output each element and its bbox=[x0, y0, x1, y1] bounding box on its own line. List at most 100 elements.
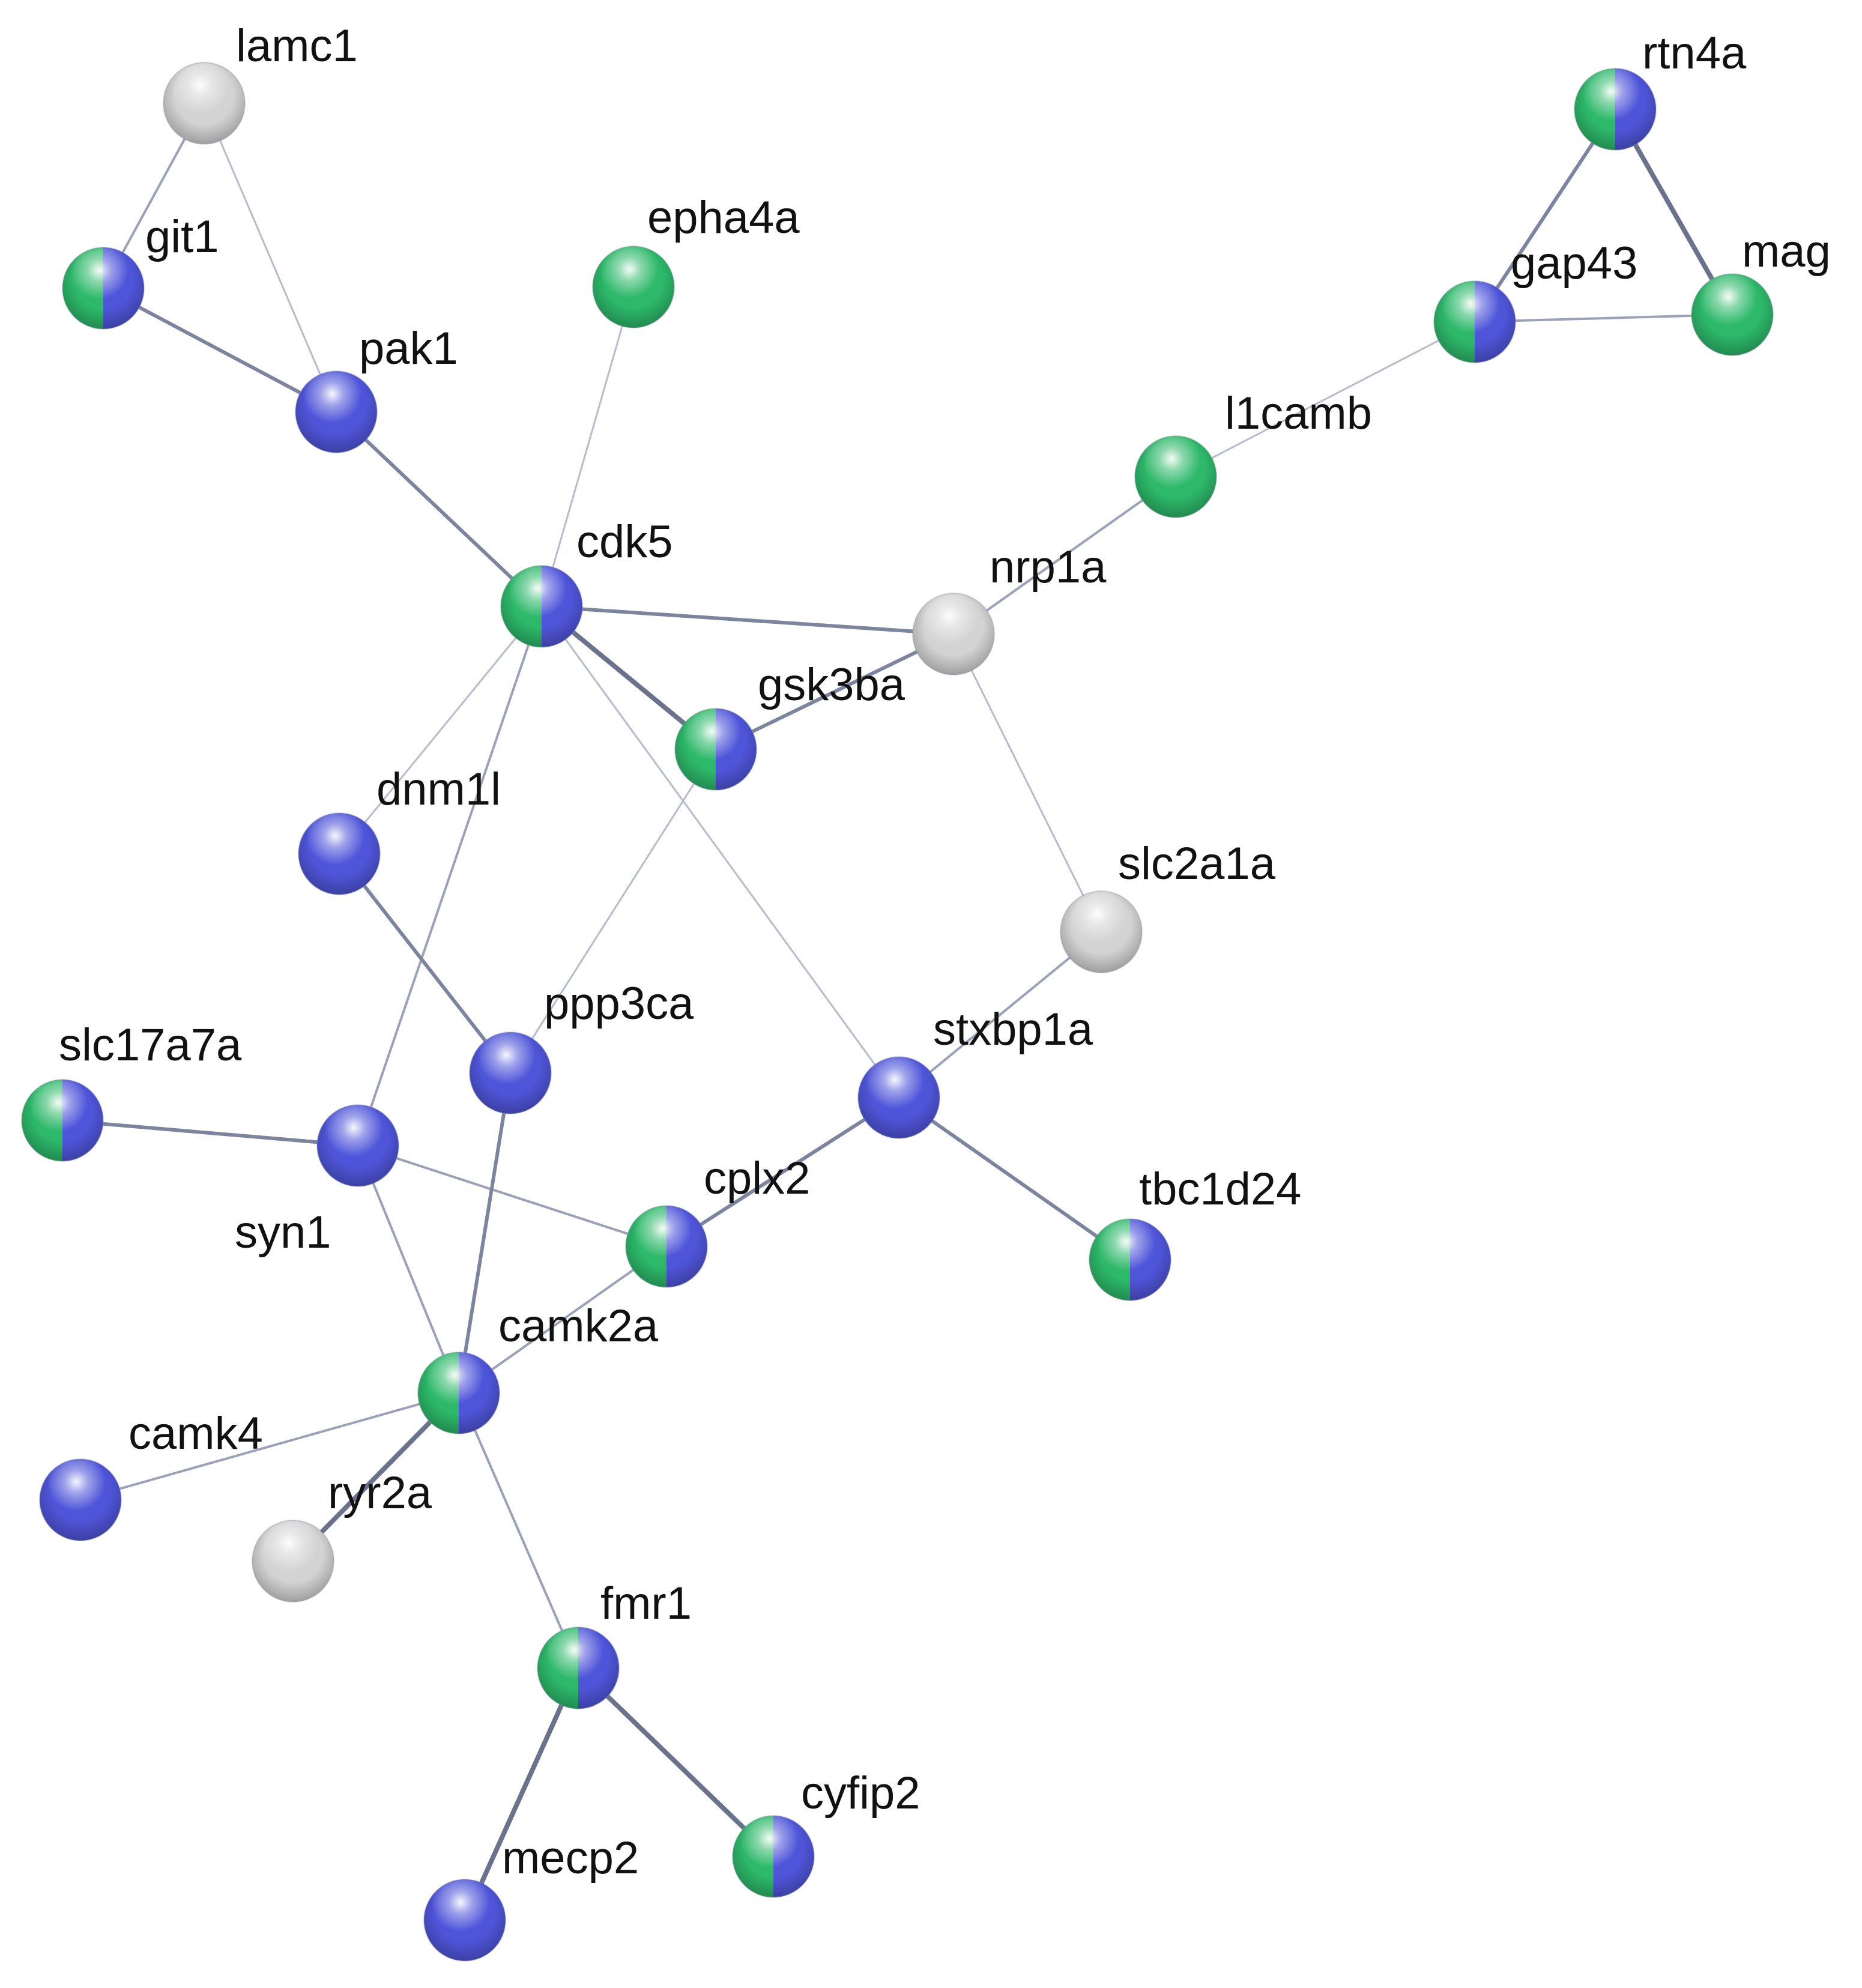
node-gsk3ba[interactable]: gsk3ba bbox=[674, 659, 905, 791]
edge-lamc1-pak1 bbox=[203, 102, 337, 413]
node-outline bbox=[163, 62, 246, 145]
node-cplx2[interactable]: cplx2 bbox=[625, 1153, 810, 1288]
node-outline bbox=[1134, 435, 1217, 518]
node-label: mag bbox=[1742, 226, 1831, 277]
node-highlight bbox=[537, 1627, 619, 1709]
node-highlight bbox=[418, 1352, 500, 1434]
node-highlight bbox=[298, 813, 380, 895]
edge-stxbp1a-cplx2 bbox=[665, 1096, 901, 1248]
node-camk4[interactable]: camk4 bbox=[39, 1408, 263, 1541]
node-label: stxbp1a bbox=[933, 1004, 1093, 1055]
node-lamc1[interactable]: lamc1 bbox=[163, 20, 358, 145]
node-rtn4a[interactable]: rtn4a bbox=[1574, 28, 1747, 151]
node-outline bbox=[1433, 280, 1516, 363]
node-git1[interactable]: git1 bbox=[62, 211, 219, 330]
node-outline bbox=[39, 1458, 122, 1541]
node-outline bbox=[674, 708, 757, 791]
node-label: camk2a bbox=[498, 1301, 659, 1352]
node-label: l1camb bbox=[1225, 388, 1372, 439]
edge-cdk5-dnm1l bbox=[338, 605, 543, 855]
edge-l1camb-gap43 bbox=[1174, 321, 1476, 478]
node-outline bbox=[417, 1352, 500, 1434]
node-label: syn1 bbox=[235, 1207, 331, 1258]
node-outline bbox=[1691, 273, 1774, 356]
node-outline bbox=[1089, 1218, 1171, 1301]
edge-cdk5-stxbp1a bbox=[540, 605, 900, 1099]
node-epha4a[interactable]: epha4a bbox=[592, 192, 800, 328]
node-outline bbox=[316, 1104, 399, 1187]
node-highlight bbox=[1691, 274, 1773, 355]
node-highlight bbox=[626, 1206, 707, 1287]
node-syn1[interactable]: syn1 bbox=[235, 1104, 399, 1258]
node-mecp2[interactable]: mecp2 bbox=[423, 1832, 639, 1962]
node-camk2a[interactable]: camk2a bbox=[417, 1301, 659, 1434]
node-l1camb[interactable]: l1camb bbox=[1134, 388, 1372, 518]
edge-camk2a-fmr1 bbox=[458, 1392, 579, 1669]
edge-layer bbox=[61, 102, 1735, 1923]
node-outline bbox=[252, 1520, 334, 1603]
node-outline bbox=[625, 1205, 708, 1288]
node-sphere bbox=[626, 1206, 707, 1287]
node-pak1[interactable]: pak1 bbox=[295, 323, 458, 453]
node-highlight bbox=[295, 371, 377, 453]
node-label: camk4 bbox=[128, 1408, 263, 1459]
node-cdk5[interactable]: cdk5 bbox=[500, 516, 673, 648]
node-sphere bbox=[733, 1816, 814, 1897]
node-dnm1l[interactable]: dnm1l bbox=[298, 764, 501, 895]
node-label: slc17a7a bbox=[59, 1020, 242, 1071]
node-slc17a7a[interactable]: slc17a7a bbox=[21, 1020, 242, 1162]
node-sphere bbox=[1089, 1219, 1171, 1301]
node-outline bbox=[298, 812, 381, 895]
node-label: slc2a1a bbox=[1118, 838, 1276, 889]
node-highlight bbox=[1089, 1219, 1171, 1301]
node-label: git1 bbox=[145, 211, 219, 262]
node-tbc1d24[interactable]: tbc1d24 bbox=[1089, 1164, 1301, 1301]
node-outline bbox=[500, 565, 583, 648]
node-highlight bbox=[913, 593, 994, 675]
node-sphere bbox=[1691, 274, 1773, 355]
node-mag[interactable]: mag bbox=[1691, 226, 1831, 356]
edge-stxbp1a-tbc1d24 bbox=[897, 1096, 1132, 1261]
edge-fmr1-cyfip2 bbox=[576, 1666, 776, 1859]
node-highlight bbox=[424, 1879, 506, 1961]
node-label: ryr2a bbox=[328, 1467, 432, 1518]
node-label: nrp1a bbox=[990, 542, 1107, 593]
node-outline bbox=[537, 1627, 620, 1709]
edge-git1-pak1 bbox=[101, 286, 338, 414]
node-ryr2a[interactable]: ryr2a bbox=[252, 1467, 432, 1603]
node-stxbp1a[interactable]: stxbp1a bbox=[857, 1004, 1093, 1139]
node-highlight bbox=[1060, 891, 1142, 973]
node-outline bbox=[423, 1879, 506, 1962]
node-sphere bbox=[424, 1879, 506, 1961]
node-highlight bbox=[1434, 281, 1516, 363]
node-label: gsk3ba bbox=[758, 659, 905, 710]
node-fmr1[interactable]: fmr1 bbox=[537, 1578, 692, 1709]
node-highlight bbox=[733, 1816, 814, 1897]
node-highlight bbox=[317, 1105, 399, 1186]
edge-gap43-mag bbox=[1474, 313, 1734, 323]
node-slc2a1a[interactable]: slc2a1a bbox=[1060, 838, 1276, 973]
edge-syn1-camk2a bbox=[357, 1144, 460, 1394]
node-ppp3ca[interactable]: ppp3ca bbox=[469, 978, 694, 1114]
node-label: mecp2 bbox=[502, 1832, 639, 1884]
node-highlight bbox=[1135, 436, 1217, 518]
node-label: tbc1d24 bbox=[1139, 1164, 1301, 1215]
node-highlight bbox=[501, 566, 582, 647]
node-highlight bbox=[470, 1032, 551, 1114]
node-highlight bbox=[858, 1057, 940, 1138]
node-sphere bbox=[252, 1520, 334, 1602]
edge-ppp3ca-camk2a bbox=[457, 1071, 512, 1395]
node-label: cplx2 bbox=[704, 1153, 810, 1204]
edge-cdk5-nrp1a bbox=[540, 605, 955, 636]
node-outline bbox=[469, 1032, 552, 1114]
edge-cdk5-syn1 bbox=[357, 605, 543, 1147]
node-nrp1a[interactable]: nrp1a bbox=[912, 542, 1107, 675]
node-cyfip2[interactable]: cyfip2 bbox=[732, 1768, 920, 1898]
node-highlight bbox=[22, 1080, 103, 1161]
node-sphere bbox=[1060, 891, 1142, 973]
node-outline bbox=[732, 1815, 815, 1898]
edge-nrp1a-gsk3ba bbox=[714, 632, 955, 751]
node-gap43[interactable]: gap43 bbox=[1433, 238, 1637, 363]
node-label: lamc1 bbox=[236, 20, 358, 71]
